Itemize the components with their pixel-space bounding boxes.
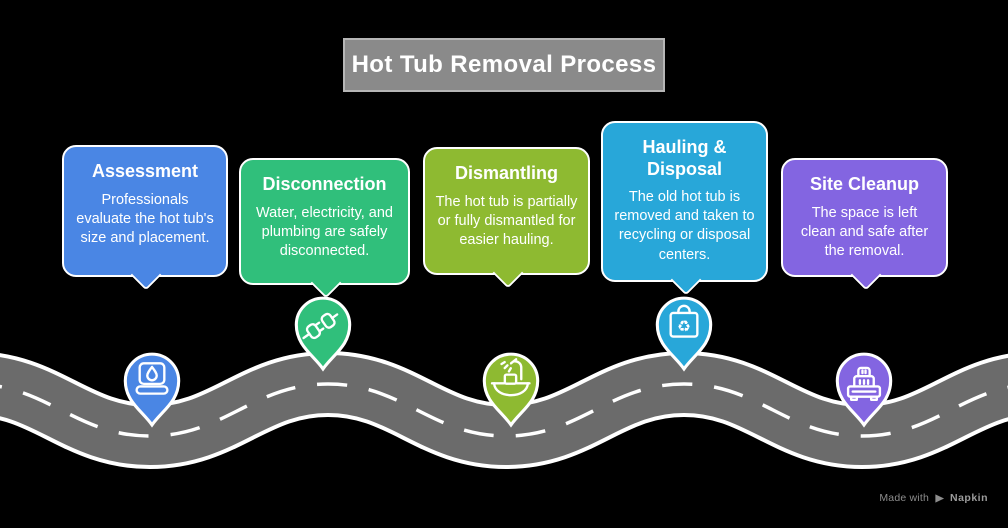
cleanup-truck-icon	[846, 366, 882, 401]
step-title: Assessment	[91, 161, 199, 181]
recycle-bag-icon: ♻	[669, 304, 699, 338]
step-card-dismantling: Dismantling The hot tub is partially or …	[423, 147, 590, 289]
map-pin-shape	[294, 296, 352, 372]
step-title: Disconnection	[262, 174, 387, 194]
step-title: Hauling & Disposal	[642, 137, 727, 179]
hot-tub-icon	[135, 362, 169, 395]
bathtub-dismantle-icon	[490, 358, 531, 397]
napkin-logo-icon	[935, 493, 945, 503]
made-with-napkin-credit: Made with Napkin	[879, 492, 988, 504]
plug-disconnect-icon	[302, 312, 339, 340]
map-pin-shape	[835, 352, 893, 428]
pin-assessment	[119, 350, 185, 428]
step-title: Dismantling	[454, 163, 558, 183]
pin-disconnection	[290, 294, 356, 372]
step-description: The space is left clean and safe after t…	[800, 204, 929, 259]
step-card-hauling-disposal: Hauling & Disposal The old hot tub is re…	[601, 121, 768, 296]
step-card-assessment: Assessment Professionals evaluate the ho…	[62, 145, 228, 291]
pin-dismantling	[478, 350, 544, 428]
step-description: The old hot tub is removed and taken to …	[614, 189, 755, 263]
step-card-disconnection: Disconnection Water, electricity, and pl…	[239, 158, 410, 299]
napkin-brand-label: Napkin	[949, 492, 988, 504]
step-description: The hot tub is partially or fully disman…	[435, 193, 578, 248]
page-title-banner: Hot Tub Removal Process	[343, 38, 665, 92]
step-card-site-cleanup: Site Cleanup The space is left clean and…	[781, 158, 948, 291]
page-title: Hot Tub Removal Process	[351, 51, 657, 78]
pin-site-cleanup	[831, 350, 897, 428]
step-title: Site Cleanup	[809, 174, 920, 194]
map-pin-shape	[123, 352, 181, 428]
recycle-glyph: ♻	[677, 317, 691, 335]
step-description: Water, electricity, and plumbing are saf…	[256, 204, 393, 259]
pin-hauling-disposal: ♻	[651, 294, 717, 372]
map-pin-shape	[482, 352, 540, 428]
step-description: Professionals evaluate the hot tub's siz…	[76, 191, 214, 246]
made-with-label: Made with	[879, 492, 929, 504]
